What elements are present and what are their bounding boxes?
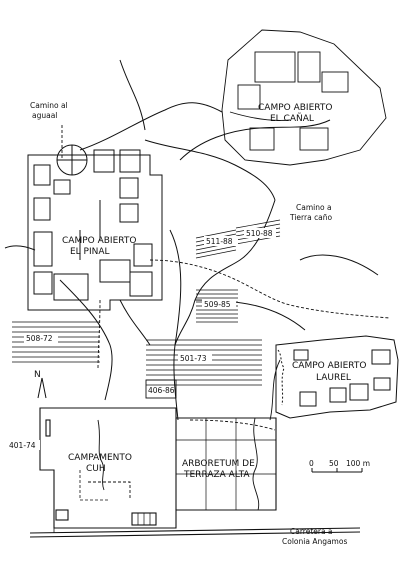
laurel-edge xyxy=(277,349,285,406)
stream xyxy=(97,419,105,491)
laurel-subplot xyxy=(373,377,391,391)
carretera-label-1: Carretera a xyxy=(290,527,333,536)
campo-laurel-area xyxy=(275,335,399,419)
dashed-path xyxy=(189,419,276,431)
arboretum-stream xyxy=(252,417,260,511)
canal-subplot xyxy=(237,84,261,110)
trail xyxy=(299,254,379,276)
plot-406-86-box xyxy=(145,379,177,399)
pinal-subplot xyxy=(119,177,139,199)
camino-aguaal-label-1: Camino al xyxy=(30,101,68,110)
plot-label-406-86: 406-86 xyxy=(148,386,175,395)
pinal-subplot xyxy=(33,197,51,221)
pinal-subplot xyxy=(53,179,71,195)
pinal-subplot xyxy=(33,164,51,186)
road-line xyxy=(29,531,361,538)
arboretum-label-2: TERRAZA ALTA xyxy=(183,470,250,480)
canal-subplot xyxy=(299,127,329,151)
pinal-subplot xyxy=(99,259,131,283)
trail xyxy=(4,245,36,251)
campo-pinal-area xyxy=(27,144,163,311)
carretera-road xyxy=(29,527,361,538)
arboretum-grid xyxy=(176,417,276,511)
plot-label-511-88: 511-88 xyxy=(206,237,233,246)
campo-pinal-label-1: CAMPO ABIERTO xyxy=(62,236,136,246)
campo-canal-area xyxy=(221,29,387,166)
campo-pinal-boundary xyxy=(27,154,163,311)
camino-tierra-label-1: Camino a xyxy=(296,203,332,212)
scale-tick-100: 100 m xyxy=(346,459,370,468)
pinal-subplot xyxy=(53,273,89,301)
scale-tick-0: 0 xyxy=(309,459,314,468)
dashed-path xyxy=(97,299,101,371)
stream xyxy=(269,359,281,421)
canal-subplot xyxy=(249,127,275,151)
scale-bar: 0 50 100 m xyxy=(309,459,370,473)
plot-label-508-72: 508-72 xyxy=(26,334,53,343)
carretera-label-2: Colonia Angamos xyxy=(282,537,347,546)
pinal-subplot xyxy=(33,231,53,267)
streams xyxy=(97,359,281,491)
camino-aguaal-label-2: aguaal xyxy=(32,111,57,120)
dashed-paths xyxy=(61,125,391,500)
plot-label-510-88: 510-88 xyxy=(246,229,273,238)
pinal-subplot xyxy=(129,271,153,297)
canal-subplot xyxy=(321,71,349,93)
building xyxy=(45,419,51,437)
campo-laurel-label-2: LAUREL xyxy=(316,373,351,383)
pinal-subplot xyxy=(119,203,139,223)
laurel-subplot xyxy=(299,391,317,407)
canal-subplot xyxy=(254,51,296,83)
laurel-subplot xyxy=(371,349,391,365)
dashed-path xyxy=(149,259,391,319)
pinal-subplot xyxy=(119,149,141,173)
pinal-subplot xyxy=(33,271,53,295)
plot-label-501-73: 501-73 xyxy=(180,354,207,363)
campo-pinal-label-2: EL PINAL xyxy=(70,247,110,257)
trail xyxy=(59,279,113,401)
plot-label-509-85: 509-85 xyxy=(204,300,231,309)
campo-canal-boundary xyxy=(221,29,387,166)
campamento-inner-dashed xyxy=(79,470,110,501)
circular-plot-divider xyxy=(57,145,87,175)
campo-canal-label-2: EL CAÑAL xyxy=(270,113,314,124)
road-line xyxy=(29,527,361,534)
building xyxy=(55,509,69,521)
campamento-area xyxy=(39,407,277,529)
trail xyxy=(119,59,146,131)
trail xyxy=(119,299,151,346)
pinal-inner-line xyxy=(79,200,101,260)
building-bars xyxy=(137,513,151,525)
campo-canal-label-1: CAMPO ABIERTO xyxy=(258,103,332,113)
pinal-subplot xyxy=(133,243,153,267)
campamento-label-1: CAMPAMENTO xyxy=(68,453,132,463)
laurel-subplot xyxy=(349,383,369,401)
campamento-label-2: CUH xyxy=(86,464,106,474)
north-label: N xyxy=(34,370,41,380)
laurel-subplot xyxy=(329,387,347,403)
canal-subplot xyxy=(297,51,321,83)
arboretum-label-1: ARBORETUM DE xyxy=(182,459,255,469)
trail xyxy=(174,299,196,346)
plot-label-401-74: 401-74 xyxy=(9,441,36,450)
trail xyxy=(144,139,276,201)
dashed-path xyxy=(88,481,131,500)
trail xyxy=(79,102,223,151)
campo-laurel-boundary xyxy=(275,335,399,419)
canal-ditch xyxy=(229,111,291,121)
laurel-subplot xyxy=(293,349,309,361)
pinal-subplot xyxy=(93,149,115,173)
campo-laurel-label-1: CAMPO ABIERTO xyxy=(292,361,366,371)
scale-tick-50: 50 xyxy=(329,459,339,468)
camino-tierra-label-2: Tierra caño xyxy=(289,213,333,222)
trail xyxy=(194,199,276,301)
trail xyxy=(179,119,331,161)
north-arrow: N xyxy=(34,370,47,399)
